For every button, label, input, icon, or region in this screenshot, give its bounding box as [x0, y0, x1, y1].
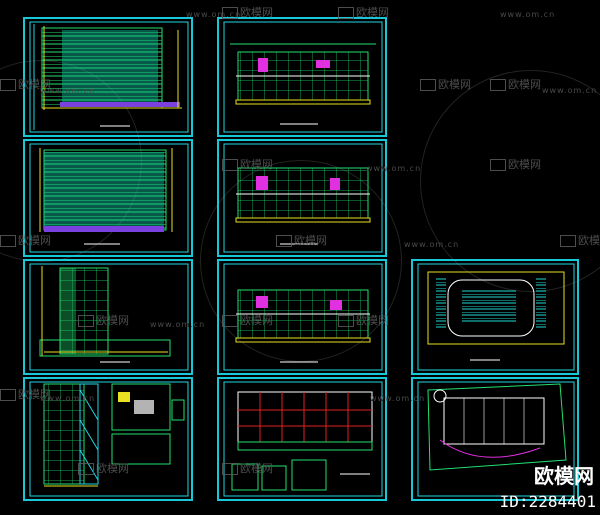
- watermark-brand: 欧模网: [490, 76, 541, 92]
- watermark-brand: 欧模网: [0, 232, 51, 248]
- watermark-brand: 欧模网: [222, 4, 273, 20]
- sheet-side-elevation: [23, 259, 193, 375]
- watermark-brand: 欧模网: [276, 232, 327, 248]
- watermark-brand: 欧模网: [338, 312, 389, 328]
- watermark-url: www.om.cn: [500, 10, 556, 19]
- sheet-site-plan: [411, 377, 579, 501]
- watermark-url: www.om.cn: [366, 164, 422, 173]
- watermark-brand: 欧模网: [420, 76, 471, 92]
- resource-id: ID:2284401: [499, 492, 596, 511]
- sheet-floor-plan-2: [217, 139, 387, 257]
- watermark-brand: 欧模网: [560, 232, 600, 248]
- watermark-url: www.om.cn: [542, 86, 598, 95]
- watermark-url: www.om.cn: [150, 320, 206, 329]
- watermark-url: www.om.cn: [186, 10, 242, 19]
- brand-logo-text: 欧模网: [534, 464, 594, 488]
- sheet-elevation-1: [23, 17, 193, 137]
- watermark-brand: 欧模网: [222, 312, 273, 328]
- watermark-brand: 欧模网: [0, 76, 51, 92]
- watermark-brand: 欧模网: [78, 460, 129, 476]
- watermark-url: www.om.cn: [40, 86, 96, 95]
- watermark-url: www.om.cn: [40, 394, 96, 403]
- sheet-elevation-2: [23, 139, 193, 257]
- watermark-url: www.om.cn: [404, 240, 460, 249]
- watermark-brand: 欧模网: [222, 460, 273, 476]
- sheet-floor-plan-1: [217, 17, 387, 137]
- watermark-url: www.om.cn: [370, 394, 426, 403]
- watermark-brand: 欧模网: [78, 312, 129, 328]
- sheet-ground-plan: [217, 377, 387, 501]
- watermark-brand: 欧模网: [0, 386, 51, 402]
- sheet-floor-plan-3: [217, 259, 387, 375]
- watermark-brand: 欧模网: [338, 4, 389, 20]
- watermark-brand: 欧模网: [490, 156, 541, 172]
- watermark-brand: 欧模网: [222, 156, 273, 172]
- sheet-basement-plan: [411, 259, 579, 375]
- sheet-section-detail: [23, 377, 193, 501]
